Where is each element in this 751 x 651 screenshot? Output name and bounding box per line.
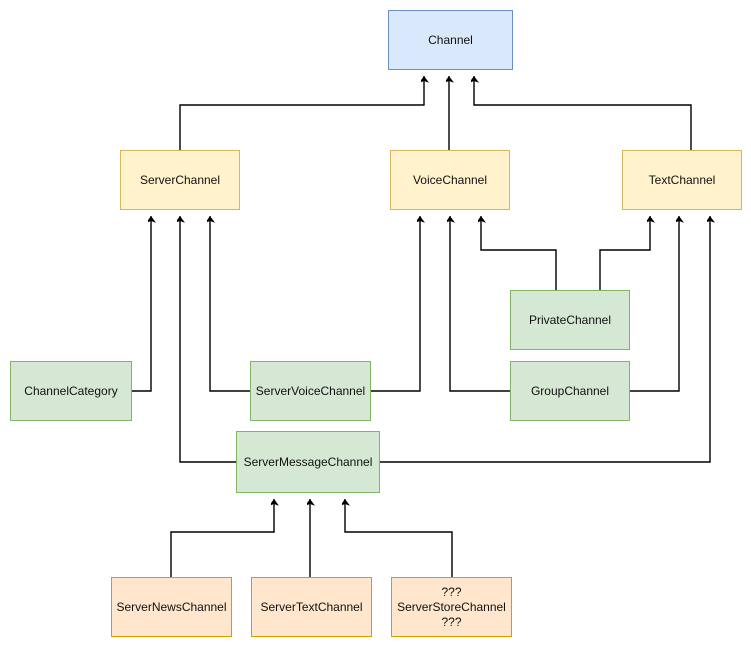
node-text_channel[interactable]: TextChannel [622, 150, 742, 210]
edge-group_channel-to-text_channel [630, 216, 679, 392]
node-server_message_channel[interactable]: ServerMessageChannel [236, 431, 380, 493]
node-label: ServerVoiceChannel [255, 383, 366, 398]
node-label: PrivateChannel [528, 312, 612, 327]
edge-server_voice_channel-to-voice_channel [371, 216, 420, 392]
edge-private_channel-to-text_channel [599, 216, 650, 290]
edge-server_message_channel-to-server_channel [180, 216, 236, 463]
node-label: ServerMessageChannel [243, 454, 373, 469]
edge-server_news_channel-to-server_message_channel [170, 499, 274, 577]
edge-text_channel-to-channel [474, 76, 692, 150]
node-channel_category[interactable]: ChannelCategory [10, 361, 132, 421]
node-server_channel[interactable]: ServerChannel [120, 150, 240, 210]
edge-server_voice_channel-to-server_channel [210, 216, 250, 392]
node-label: ServerChannel [139, 172, 221, 187]
node-label: TextChannel [648, 172, 716, 187]
node-label: Channel [428, 32, 473, 47]
edge-server_store_channel-to-server_message_channel [345, 499, 453, 577]
edge-server_channel-to-channel [179, 76, 424, 150]
node-group_channel[interactable]: GroupChannel [510, 361, 630, 421]
edge-group_channel-to-voice_channel [450, 216, 510, 392]
edge-server_message_channel-to-text_channel [380, 216, 710, 463]
node-server_text_channel[interactable]: ServerTextChannel [251, 577, 372, 637]
node-label: VoiceChannel [412, 172, 488, 187]
node-voice_channel[interactable]: VoiceChannel [390, 150, 510, 210]
node-channel[interactable]: Channel [388, 10, 513, 70]
node-private_channel[interactable]: PrivateChannel [510, 290, 630, 350]
edge-channel_category-to-server_channel [132, 216, 151, 392]
node-server_voice_channel[interactable]: ServerVoiceChannel [250, 361, 371, 421]
edge-private_channel-to-voice_channel [481, 216, 557, 290]
node-server_news_channel[interactable]: ServerNewsChannel [111, 577, 232, 637]
node-label: GroupChannel [530, 383, 610, 398]
node-label: ChannelCategory [24, 383, 118, 398]
node-server_store_channel[interactable]: ??? ServerStoreChannel ??? [391, 577, 512, 637]
node-label: ServerTextChannel [260, 599, 363, 614]
node-label: ??? ServerStoreChannel ??? [397, 584, 506, 629]
node-label: ServerNewsChannel [116, 599, 227, 614]
